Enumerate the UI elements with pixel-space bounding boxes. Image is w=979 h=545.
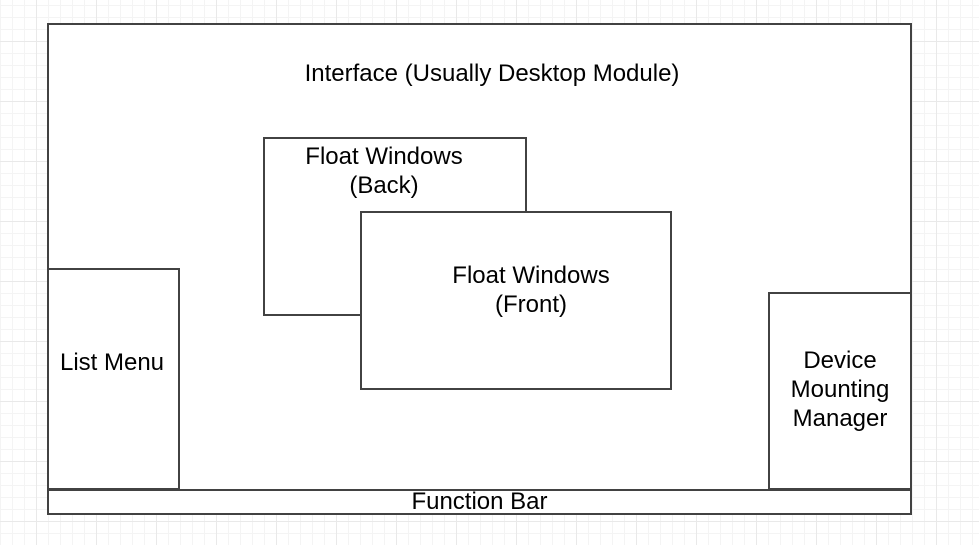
device-mounting-manager-box[interactable]: Device Mounting Manager [768,292,912,490]
float-windows-back-label: Float Windows (Back) [305,143,463,199]
function-bar-box[interactable]: Function Bar [47,489,912,515]
list-menu-box[interactable]: List Menu [47,268,180,490]
list-menu-label: List Menu [59,349,165,376]
function-bar-label: Function Bar [411,488,548,515]
device-mounting-manager-label: Device Mounting Manager [790,347,890,432]
float-windows-front-box[interactable]: Float Windows (Front) [360,211,672,390]
interface-box-label: Interface (Usually Desktop Module) [304,60,680,87]
float-windows-front-label: Float Windows (Front) [452,262,610,318]
